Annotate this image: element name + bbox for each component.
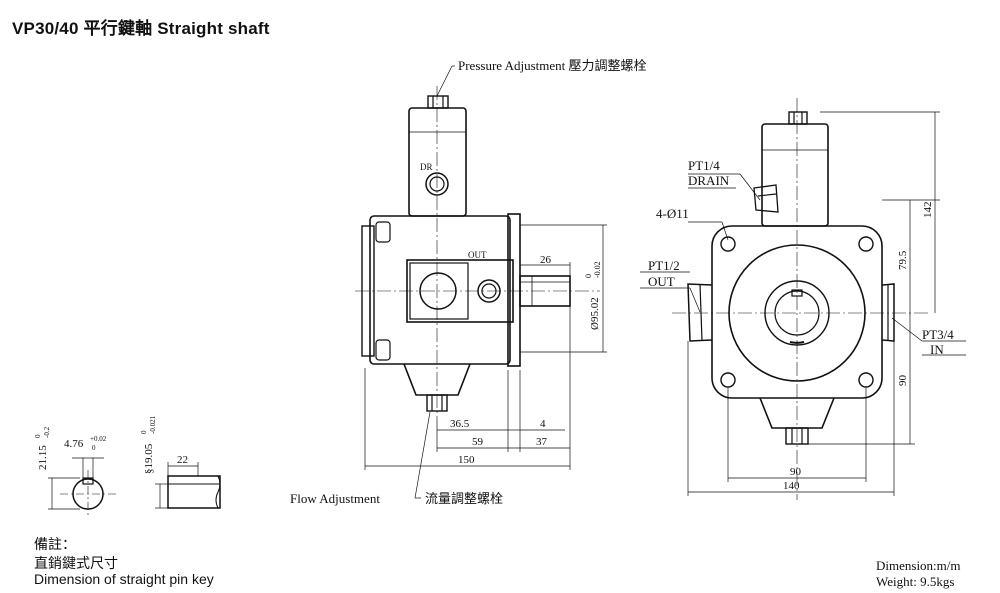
front-view bbox=[672, 98, 930, 500]
pt12-label: PT1/2 bbox=[648, 258, 680, 273]
dim-19-05-tol-upper: 0 bbox=[140, 430, 148, 434]
dim-19-05: §19.05 bbox=[143, 443, 155, 474]
dim-79-5: 79.5 bbox=[897, 250, 909, 270]
flow-adjustment-zh-label: 流量調整螺栓 bbox=[425, 491, 503, 506]
dim-4-76-tol-upper: +0.02 bbox=[90, 435, 107, 443]
front-view-dimensions bbox=[640, 111, 966, 496]
dimension-unit: Dimension:m/m bbox=[876, 558, 961, 573]
dim-dia-95-tol-lower: -0.02 bbox=[593, 261, 602, 278]
bolt-holes-label: 4-Ø11 bbox=[656, 206, 689, 221]
dim-4-76: 4.76 bbox=[64, 438, 84, 450]
dim-36-5: 36.5 bbox=[450, 418, 470, 430]
out-port-label: OUT bbox=[468, 250, 487, 260]
flow-adjustment-label: Flow Adjustment bbox=[290, 491, 380, 506]
dim-dia-95-tol-upper: 0 bbox=[584, 274, 593, 278]
key-detail bbox=[48, 457, 221, 516]
note-line-3: Dimension of straight pin key bbox=[34, 571, 214, 587]
side-view-dimensions bbox=[364, 65, 607, 499]
dim-21-15: 21.15 bbox=[37, 445, 49, 470]
dim-59: 59 bbox=[472, 436, 484, 448]
note-line-2: 直銷鍵式尺寸 bbox=[34, 555, 118, 571]
dim-21-15-tol-lower: -0.2 bbox=[43, 426, 51, 438]
dim-21-15-tol-upper: 0 bbox=[34, 434, 42, 438]
dim-37: 37 bbox=[536, 436, 548, 448]
dim-22: 22 bbox=[177, 454, 188, 466]
page-title: VP30/40 平行鍵軸 Straight shaft bbox=[12, 19, 270, 38]
dim-90-vertical: 90 bbox=[897, 375, 909, 387]
dim-90-horizontal: 90 bbox=[790, 466, 802, 478]
dim-4-76-tol-lower: 0 bbox=[92, 444, 96, 452]
pt34-label: PT3/4 bbox=[922, 327, 954, 342]
dim-dia-95: Ø95.02 bbox=[589, 297, 601, 330]
pressure-adjustment-label: Pressure Adjustment 壓力調整螺栓 bbox=[458, 58, 647, 73]
dim-140: 140 bbox=[783, 480, 800, 492]
dim-19-05-tol-lower: -0.021 bbox=[149, 415, 157, 434]
dim-142: 142 bbox=[922, 202, 934, 219]
drain-label: DRAIN bbox=[688, 173, 730, 188]
pt14-label: PT1/4 bbox=[688, 158, 720, 173]
side-view bbox=[355, 86, 600, 420]
dr-port-label: DR bbox=[420, 162, 433, 172]
in-label: IN bbox=[930, 342, 944, 357]
out-label: OUT bbox=[648, 274, 675, 289]
dim-26: 26 bbox=[540, 254, 552, 266]
note-heading: 備註： bbox=[34, 536, 76, 552]
dim-150: 150 bbox=[458, 454, 475, 466]
weight: Weight: 9.5kgs bbox=[876, 574, 955, 589]
dim-4: 4 bbox=[540, 418, 546, 430]
